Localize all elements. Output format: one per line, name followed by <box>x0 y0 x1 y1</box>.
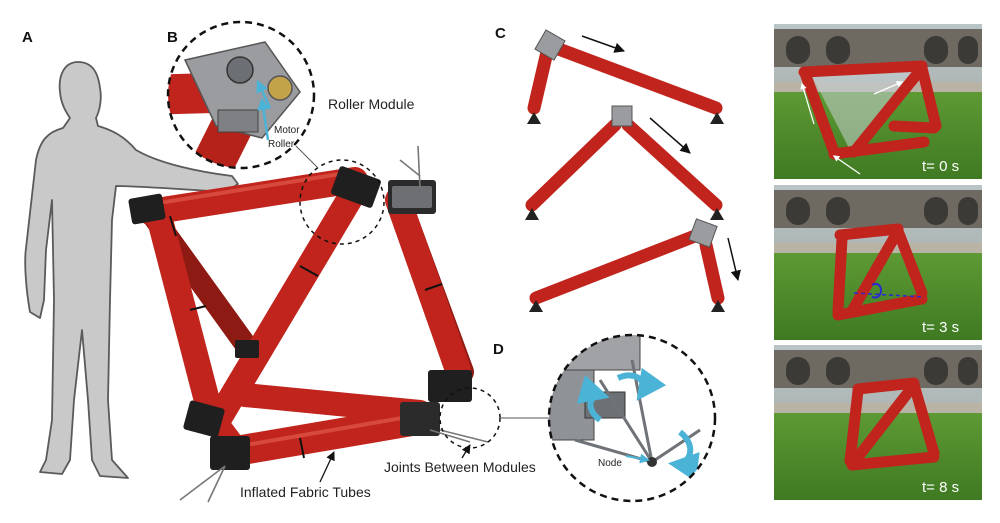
panel-label-a: A <box>22 29 33 46</box>
frame-time-1: t= 0 s <box>922 158 959 175</box>
roll-config-1 <box>527 29 724 124</box>
tube-left <box>147 207 225 433</box>
node-label: Node <box>598 458 622 469</box>
panel-label-d: D <box>493 341 504 358</box>
photo-sequence: t= 0 s t= 3 s <box>774 24 982 500</box>
tubes-pointer <box>319 451 335 483</box>
roll-config-3 <box>529 218 741 312</box>
roller-module-label: Roller Module <box>328 96 415 112</box>
roller-module-highlight <box>299 159 385 245</box>
tube-top <box>137 167 368 225</box>
roller-zoom-connector <box>295 145 319 169</box>
tube-bottom-front <box>215 405 433 467</box>
robot-truss <box>128 145 489 503</box>
tubes-label: Inflated Fabric Tubes <box>240 484 371 500</box>
photo-frame-2: t= 3 s <box>774 185 982 340</box>
roll-config-2 <box>525 105 724 220</box>
photo-frame-3: t= 8 s <box>774 345 982 500</box>
panel-label-c: C <box>495 25 506 42</box>
roller-label: Roller <box>268 139 295 150</box>
photo-frame-1: t= 0 s <box>774 24 982 179</box>
motor-label: Motor <box>274 125 300 136</box>
frame-time-3: t= 8 s <box>922 479 959 496</box>
joint-zoom: Node <box>547 333 717 503</box>
panel-label-b: B <box>167 29 178 46</box>
tube-bottom-back <box>233 383 432 424</box>
human-silhouette <box>24 61 239 479</box>
tube-diagonal <box>205 177 368 433</box>
joints-label: Joints Between Modules <box>384 459 536 475</box>
rolling-sequence <box>525 29 741 312</box>
roller-module-zoom: Motor Roller <box>166 20 316 170</box>
tube-right <box>385 187 471 383</box>
frame-time-2: t= 3 s <box>922 319 959 336</box>
